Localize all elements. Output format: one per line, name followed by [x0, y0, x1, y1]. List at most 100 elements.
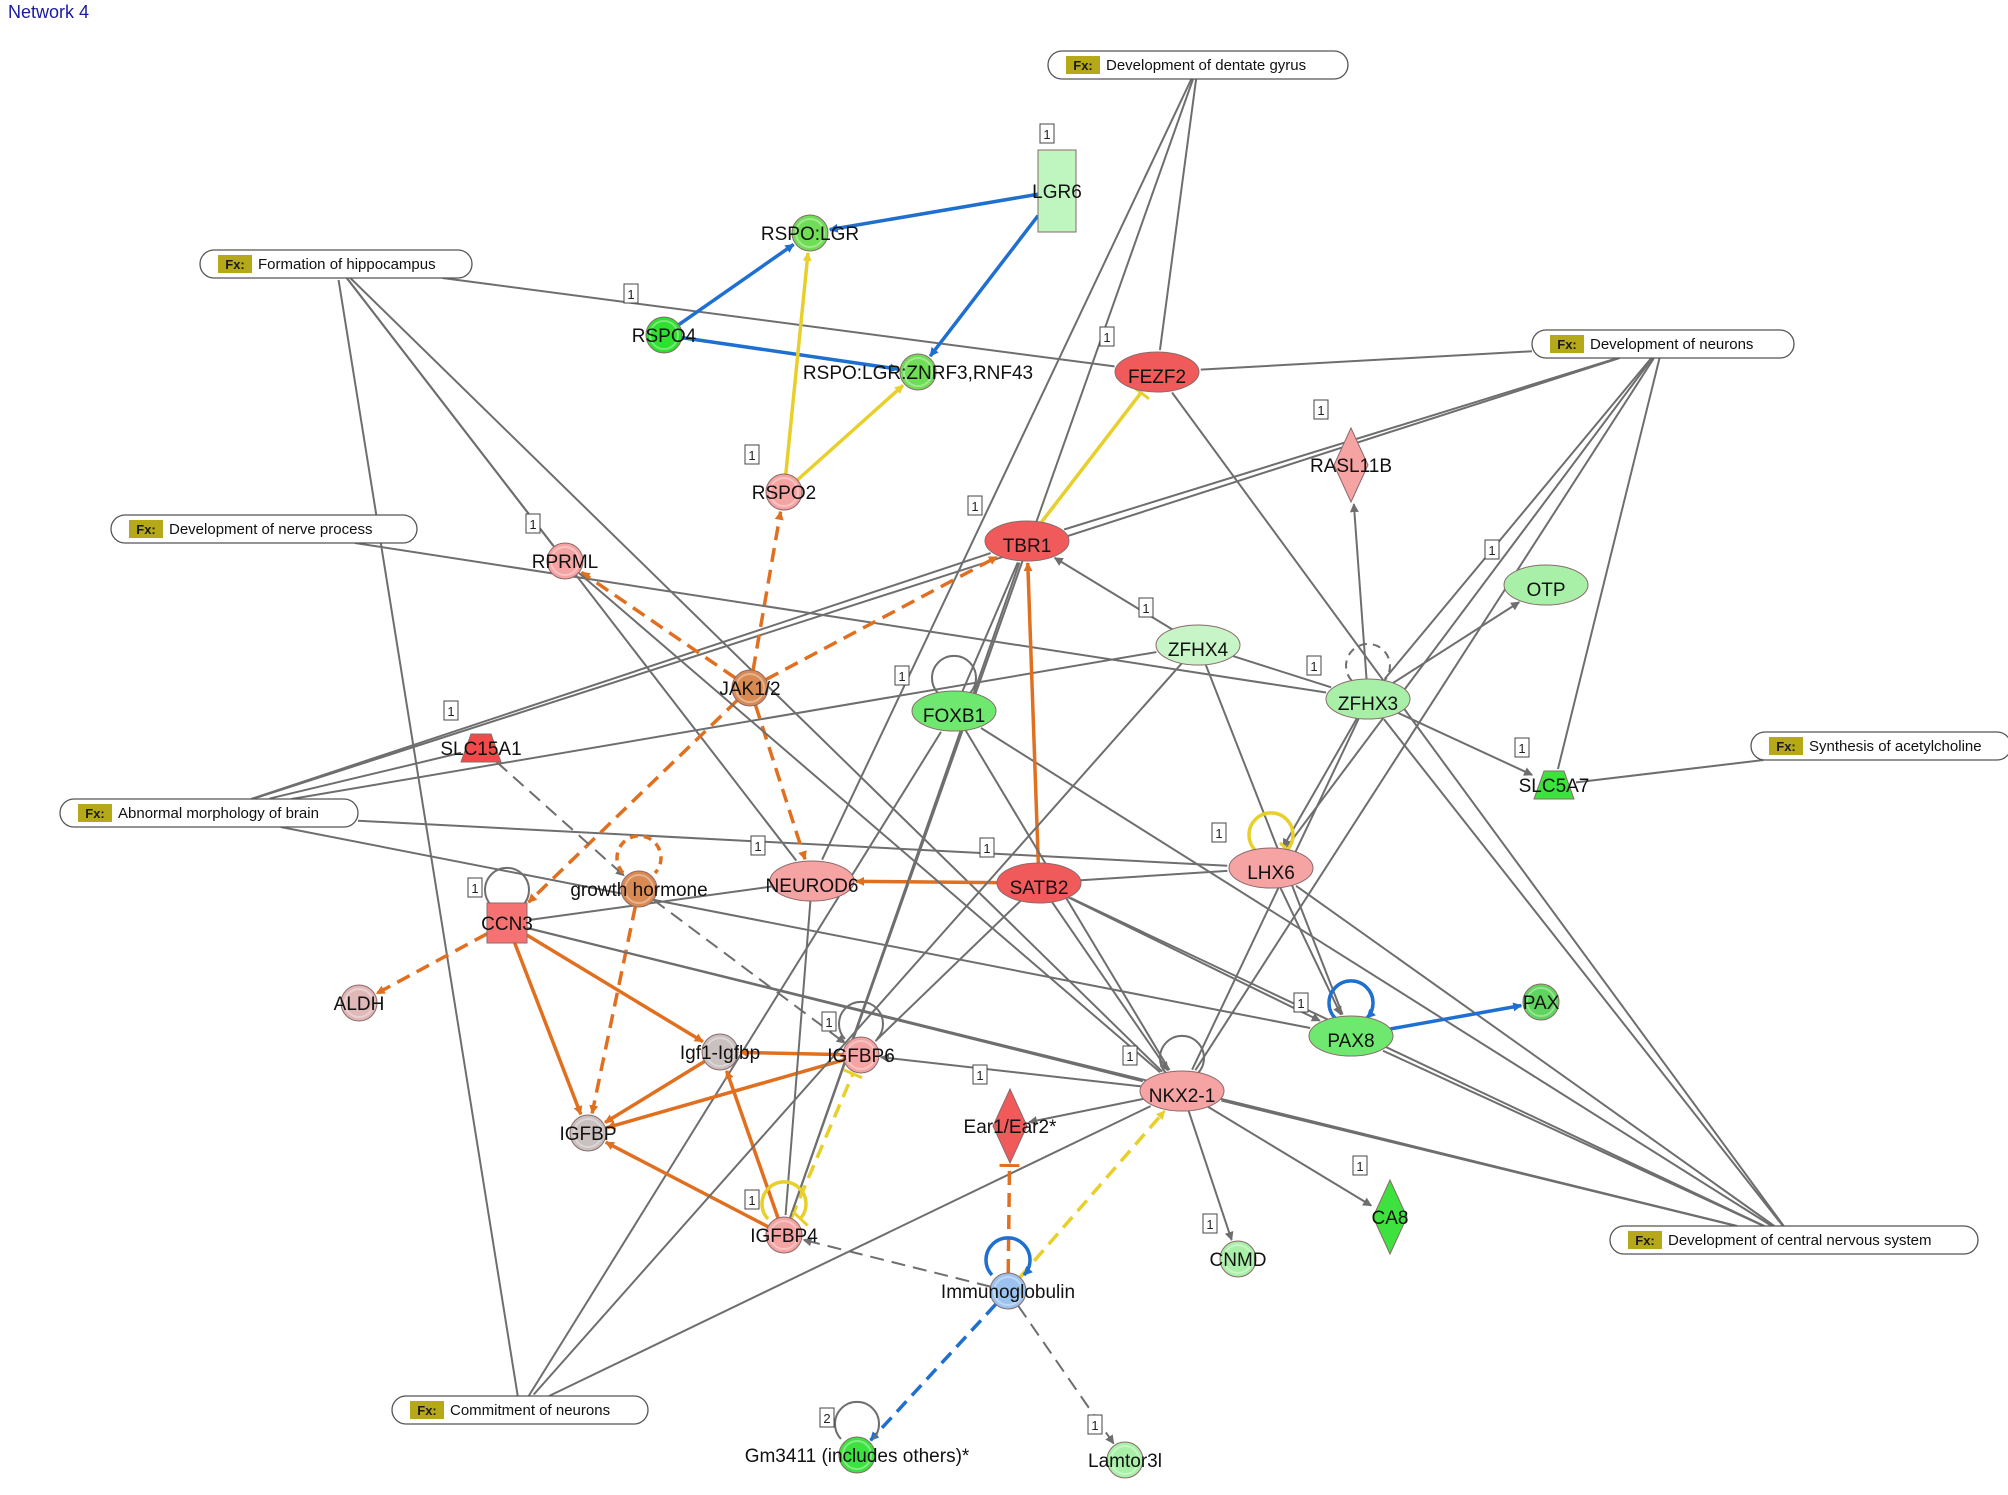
node-highlight	[735, 673, 765, 703]
node-IMMUNO[interactable]: Immunoglobulin	[941, 1272, 1075, 1310]
node-IGF1[interactable]: Igf1-Igfbp	[680, 1033, 760, 1071]
edge-fx_neurons-fx_brain	[253, 357, 1620, 800]
function-fx_acetyl[interactable]: Fx:Synthesis of acetylcholine	[1750, 731, 2008, 761]
edge-CCN3-IGF1	[526, 933, 704, 1044]
node-badge	[744, 1189, 760, 1210]
edge-ZFHX4-fx_commit	[532, 662, 1183, 1396]
node-PAX[interactable]: PAX	[1522, 983, 1560, 1021]
node-label: PAX8	[1327, 1031, 1374, 1052]
self-loop-NKX21	[1159, 1034, 1205, 1074]
function-fx_brain[interactable]: Fx:Abnormal morphology of brain	[59, 798, 359, 828]
function-fx_dentate[interactable]: Fx:Development of dentate gyrus	[1047, 50, 1349, 80]
edge-fx_neurons-NKX21	[1194, 357, 1655, 1071]
node-EAR[interactable]: Ear1/Ear2*1	[964, 1064, 1058, 1165]
edge-PAX8-PAX	[1390, 1002, 1523, 1031]
fx-badge-text: Fx:	[1776, 739, 1796, 754]
fx-badge-text: Fx:	[1557, 337, 1577, 352]
edge-FOXB1-NKX21	[964, 729, 1171, 1071]
node-label: TBR1	[1003, 536, 1052, 557]
edge-RSPO4-ZNRF	[681, 335, 900, 373]
fx-badge	[1066, 56, 1100, 74]
node-label: SLC15A1	[440, 739, 521, 760]
node-NKX21[interactable]: NKX2-11	[1122, 1045, 1225, 1112]
node-ZNRF[interactable]: RSPO:LGR:ZNRF3,RNF43	[803, 353, 1033, 391]
function-fx_hippo[interactable]: Fx:Formation of hippocampus	[199, 249, 473, 279]
edge-RSPO4-RSPOLGR	[677, 243, 795, 327]
function-fx_neurons[interactable]: Fx:Development of neurons	[1531, 329, 1795, 359]
node-label: LHX6	[1247, 863, 1295, 884]
node-badge	[1099, 326, 1115, 347]
edge-ZFHX3-LHX6	[1282, 717, 1358, 848]
node-GM3411[interactable]: Gm3411 (includes others)*2	[745, 1407, 970, 1474]
node-badge	[1514, 737, 1530, 758]
node-label: RSPO4	[632, 326, 697, 347]
edge-LGR6-ZNRF	[928, 214, 1040, 358]
edge-ZFHX3-OTP	[1392, 601, 1521, 684]
node-shape	[546, 542, 584, 580]
edge-JAK12-RSPO2	[751, 510, 784, 671]
node-label: SLC5A7	[1519, 776, 1590, 797]
node-shape	[1333, 426, 1369, 504]
edge-NKX21-IGFBP6	[879, 1053, 1142, 1088]
edge-fx_cns-LHX6	[1295, 884, 1775, 1227]
node-shape	[620, 870, 658, 908]
edge-SATB2-TBR1	[1023, 562, 1041, 864]
node-shape	[1533, 770, 1575, 800]
node-ALDH[interactable]: ALDH	[334, 984, 385, 1022]
node-shape	[569, 1114, 607, 1152]
node-JAK12[interactable]: JAK1/2	[719, 669, 781, 707]
node-GH[interactable]: growth hormone	[570, 870, 708, 908]
node-shape	[701, 1033, 739, 1071]
node-label: growth hormone	[570, 880, 707, 901]
node-shape	[460, 733, 502, 763]
edge-LGR6-RSPOLGR	[828, 192, 1039, 233]
node-badge	[819, 1407, 835, 1428]
edge-NKX21-EAR	[1028, 1097, 1144, 1125]
node-IGFBP[interactable]: IGFBP	[559, 1114, 617, 1152]
node-label: FOXB1	[923, 706, 985, 727]
function-layer: Fx:Development of dentate gyrusFx:Format…	[59, 50, 2008, 1425]
node-RSPOLGR[interactable]: RSPO:LGR	[761, 214, 859, 252]
edge-ZFHX3-NKX21	[1191, 718, 1360, 1071]
node-shape	[984, 520, 1070, 562]
node-highlight	[769, 1220, 799, 1250]
function-fx_nerve[interactable]: Fx:Development of nerve process	[110, 514, 418, 544]
node-shape	[1228, 847, 1314, 889]
node-badge	[623, 283, 639, 304]
edge-fx_dentate-FEZF2	[1158, 78, 1198, 351]
fx-badge-text: Fx:	[85, 806, 105, 821]
node-badge	[1313, 399, 1329, 420]
node-highlight	[903, 357, 933, 387]
function-fx_cns[interactable]: Fx:Development of central nervous system	[1609, 1225, 1979, 1255]
edge-fx_brain-PAX8	[280, 826, 1311, 1030]
edge-fx_neurons-SLC5A7	[1556, 357, 1661, 770]
edge-GH-IGFBP6	[652, 898, 846, 1044]
function-fx_commit[interactable]: Fx:Commitment of neurons	[391, 1395, 649, 1425]
node-badge-text: 1	[1142, 601, 1149, 616]
fx-badge	[129, 520, 163, 538]
function-pill	[110, 514, 418, 544]
